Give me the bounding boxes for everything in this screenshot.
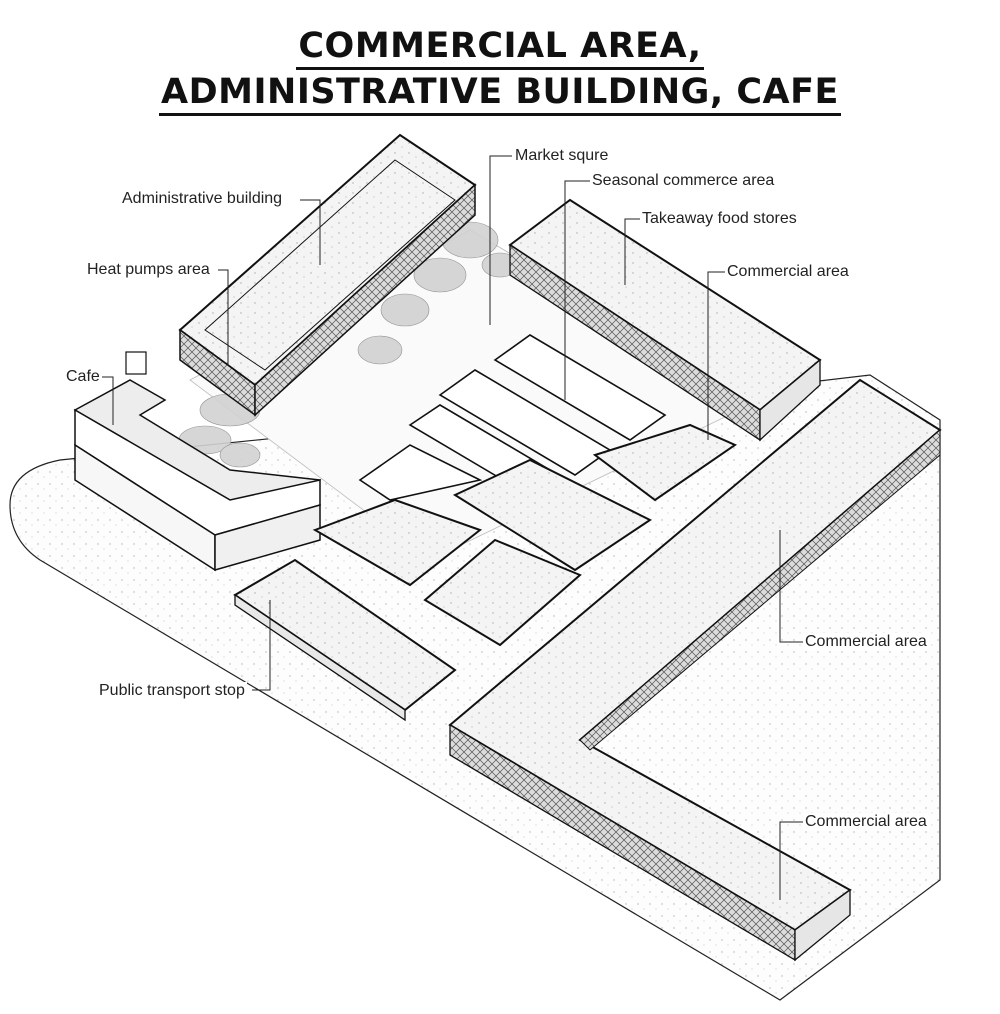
l-shaped-commercial-building xyxy=(448,378,942,962)
label-cafe: Cafe xyxy=(64,368,102,386)
title-line-2: ADMINISTRATIVE BUILDING, CAFE xyxy=(0,72,1000,116)
public-transport-stop xyxy=(233,558,457,722)
label-commercial-area-3: Commercial area xyxy=(803,813,929,831)
tree-canopy xyxy=(178,221,519,468)
seasonal-commerce-stalls xyxy=(358,334,667,501)
takeaway-food-stores xyxy=(508,198,822,442)
administrative-building xyxy=(178,133,477,417)
label-market-square: Market squre xyxy=(513,147,611,165)
label-administrative-building: Administrative building xyxy=(120,190,285,208)
label-takeaway-food-stores: Takeaway food stores xyxy=(640,210,799,228)
leader-lines xyxy=(100,155,803,900)
commercial-pavilions xyxy=(312,423,738,647)
label-seasonal-commerce-area: Seasonal commerce area xyxy=(590,172,777,190)
title-line-1: COMMERCIAL AREA, xyxy=(0,26,1000,70)
label-public-transport-stop: Public transport stop xyxy=(97,682,247,700)
label-commercial-area-1: Commercial area xyxy=(725,263,851,281)
cafe-building xyxy=(73,351,322,572)
label-heat-pumps-area: Heat pumps area xyxy=(85,261,212,279)
label-commercial-area-2: Commercial area xyxy=(803,633,929,651)
